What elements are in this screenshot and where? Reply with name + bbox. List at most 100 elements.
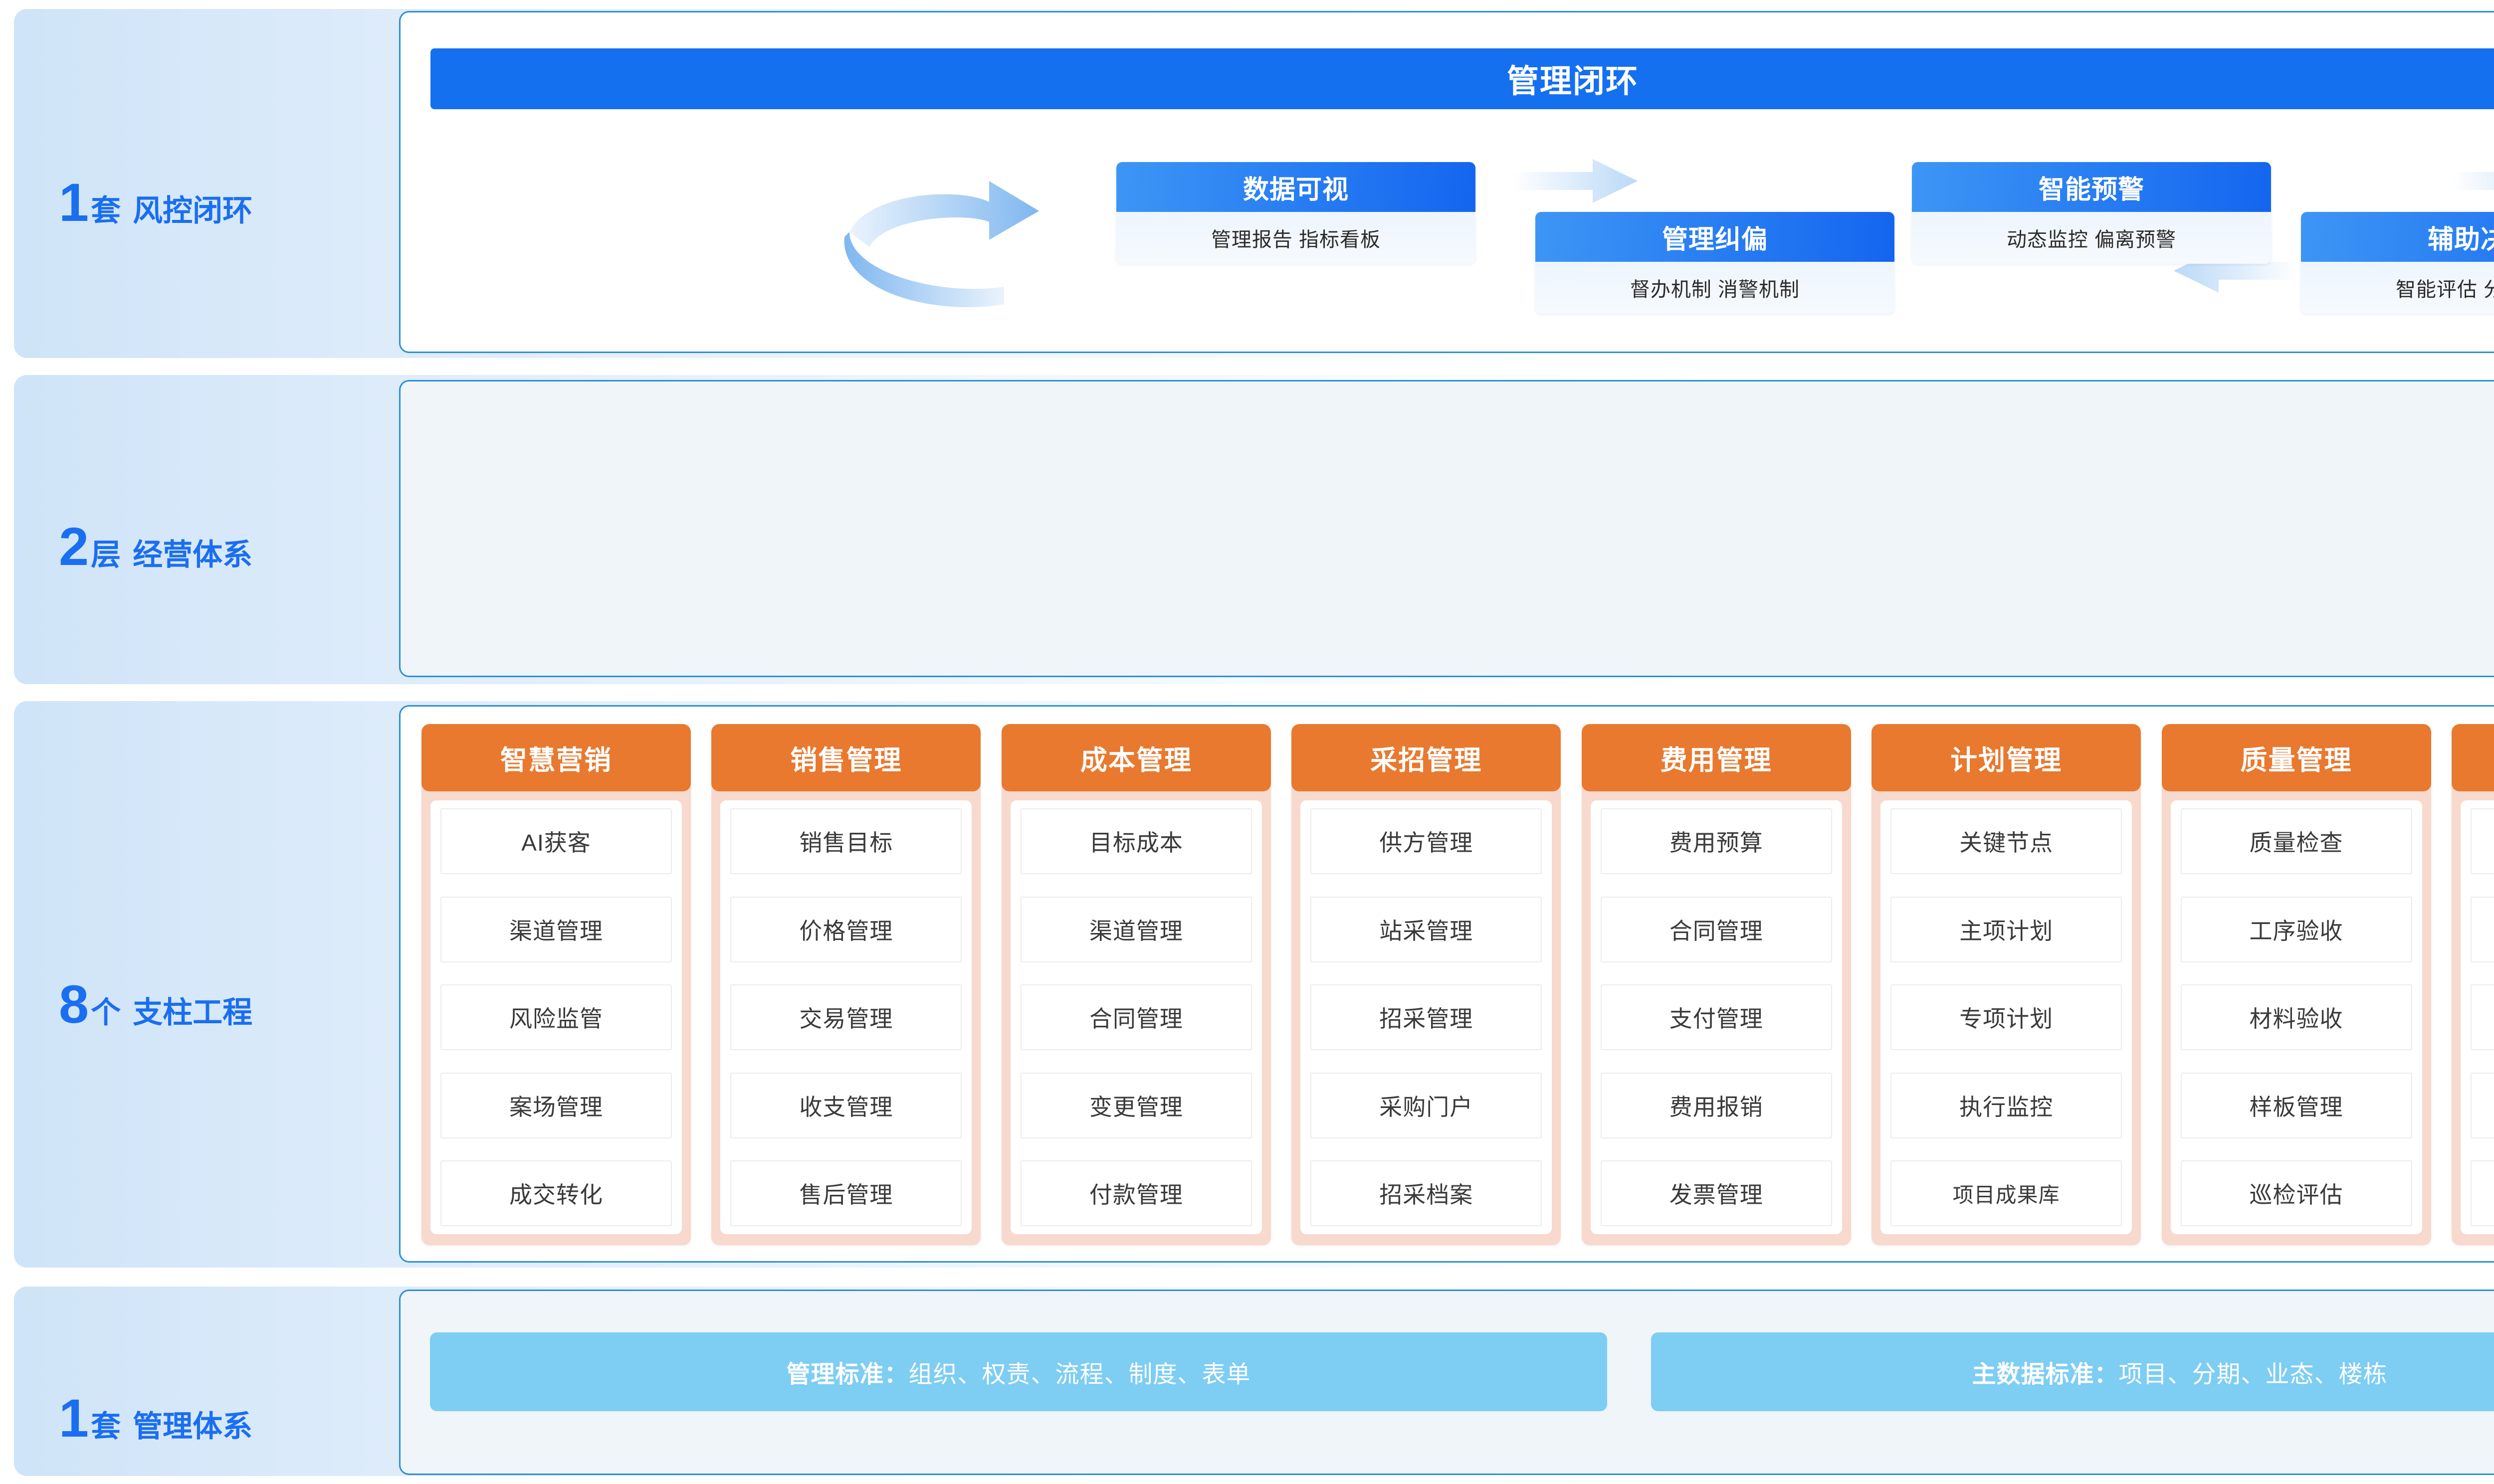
pillar-item[interactable]: 安全检查 [2470, 808, 2494, 874]
pillar-item[interactable]: 目标成本 [1020, 808, 1252, 874]
pillar-item[interactable]: AI获客 [440, 808, 672, 874]
pillar-smart-marketing[interactable]: 智慧营销 AI获客 渠道管理 风险监管 案场管理 成交转化 [421, 724, 691, 1245]
row-label-title: 风控闭环 [133, 194, 253, 227]
row-label-title: 管理体系 [133, 1410, 253, 1443]
standard-value: 项目、分期、业态、楼栋 [2118, 1361, 2388, 1388]
pillar-expense-management[interactable]: 费用管理 费用预算 合同管理 支付管理 费用报销 发票管理 [1581, 724, 1851, 1245]
pillar-item[interactable]: 售后管理 [730, 1160, 962, 1226]
pillar-cost-management[interactable]: 成本管理 目标成本 渠道管理 合同管理 变更管理 付款管理 [1001, 724, 1271, 1245]
row-label-number: 8 [59, 974, 89, 1034]
pillar-item[interactable]: 执行监控 [1890, 1072, 2122, 1138]
pillar-quality-management[interactable]: 质量管理 质量检查 工序验收 材料验收 样板管理 巡检评估 [2161, 724, 2431, 1245]
pillar-item[interactable]: 成交转化 [440, 1160, 672, 1226]
pillar-item[interactable]: 样板管理 [2180, 1072, 2412, 1138]
pillar-item[interactable]: 销售目标 [730, 808, 962, 874]
pillar-item[interactable]: 合同管理 [1600, 896, 1832, 962]
pillar-items: 销售目标 价格管理 交易管理 收支管理 售后管理 [720, 800, 972, 1234]
standard-label: 管理标准： [786, 1361, 909, 1388]
pillar-item[interactable]: 渠道管理 [440, 896, 672, 962]
row-label-business-system: 2 层 经营体系 [59, 520, 252, 573]
pillar-item[interactable]: 关键节点 [1890, 808, 2122, 874]
step-card-title: 辅助决策 [2301, 212, 2494, 262]
arrow-right-icon [1513, 159, 1638, 203]
standard-label: 主数据标准： [1972, 1361, 2119, 1388]
step-card-management-correction[interactable]: 管理纠偏 督办机制 消警机制 [1535, 212, 1894, 314]
step-card-title: 智能预警 [1912, 162, 2271, 212]
pillar-items: 质量检查 工序验收 材料验收 样板管理 巡检评估 [2170, 800, 2422, 1234]
pillar-item[interactable]: 供方管理 [1310, 808, 1542, 874]
step-card-desc: 管理报告 指标看板 [1116, 212, 1475, 264]
pillar-item[interactable]: 招采档案 [1310, 1160, 1542, 1226]
pillar-item[interactable]: 安全教育 [2470, 896, 2494, 962]
pillar-item[interactable]: 项目成果库 [1890, 1160, 2122, 1226]
risk-control-panel: 管理闭环 [399, 11, 2494, 353]
pillar-title: 智慧营销 [421, 724, 691, 791]
pillar-title: 质量管理 [2161, 724, 2431, 791]
business-system-panel: 战略目标 经营计划 全面预算 资金计划 项目投资收益管理 动态货值 [399, 380, 2494, 1018]
pillar-procurement-management[interactable]: 采招管理 供方管理 站采管理 招采管理 采购门户 招采档案 [1291, 724, 1561, 1245]
pillar-safety-management[interactable]: 安全管理 安全检查 安全教育 安全活动 设备管理 危险源管理 [2451, 724, 2494, 1245]
pillar-item[interactable]: 材料验收 [2180, 984, 2412, 1050]
pillar-item[interactable]: 专项计划 [1890, 984, 2122, 1050]
step-card-decision-support[interactable]: 辅助决策 智能评估 分析总结 [2301, 212, 2494, 314]
pillar-item[interactable]: 合同管理 [1020, 984, 1252, 1050]
step-card-desc: 督办机制 消警机制 [1535, 262, 1894, 314]
pillar-item[interactable]: 巡检评估 [2180, 1160, 2412, 1226]
row-label-risk-control: 1 套 风控闭环 [59, 176, 252, 229]
pillar-items: 目标成本 渠道管理 合同管理 变更管理 付款管理 [1010, 800, 1262, 1234]
step-card-desc: 智能评估 分析总结 [2301, 262, 2494, 314]
pillar-plan-management[interactable]: 计划管理 关键节点 主项计划 专项计划 执行监控 项目成果库 [1871, 724, 2141, 1245]
step-card-title: 管理纠偏 [1535, 212, 1894, 262]
row-label-number: 1 [59, 1388, 89, 1448]
row-label-management-system: 1 套 管理体系 [59, 1391, 252, 1445]
pillar-item[interactable]: 安全活动 [2470, 984, 2494, 1050]
row-label-unit: 个 [91, 996, 121, 1029]
standard-bar-master-data[interactable]: 主数据标准：项目、分期、业态、楼栋 [1651, 1332, 2494, 1411]
pillar-item[interactable]: 收支管理 [730, 1072, 962, 1138]
pillar-items: 供方管理 站采管理 招采管理 采购门户 招采档案 [1300, 800, 1552, 1234]
pillar-title: 费用管理 [1581, 724, 1851, 791]
step-card-data-visual[interactable]: 数据可视 管理报告 指标看板 [1116, 162, 1475, 264]
closed-loop-banner: 管理闭环 [430, 48, 2494, 109]
row-label-title: 支柱工程 [133, 996, 253, 1029]
step-card-title: 数据可视 [1116, 162, 1475, 212]
pillar-title: 成本管理 [1001, 724, 1271, 791]
row-label-number: 1 [59, 172, 89, 232]
arrow-right-icon [2453, 172, 2494, 190]
standard-bar-management[interactable]: 管理标准：组织、权责、流程、制度、表单 [430, 1332, 1607, 1411]
pillar-items: AI获客 渠道管理 风险监管 案场管理 成交转化 [430, 800, 682, 1234]
pillar-item[interactable]: 支付管理 [1600, 984, 1832, 1050]
pillar-item[interactable]: 采购门户 [1310, 1072, 1542, 1138]
pillar-item[interactable]: 主项计划 [1890, 896, 2122, 962]
pillar-item[interactable]: 案场管理 [440, 1072, 672, 1138]
step-card-desc: 动态监控 偏离预警 [1912, 212, 2271, 264]
pillar-sales-management[interactable]: 销售管理 销售目标 价格管理 交易管理 收支管理 售后管理 [711, 724, 981, 1245]
pillar-item[interactable]: 价格管理 [730, 896, 962, 962]
pillar-items: 安全检查 安全教育 安全活动 设备管理 危险源管理 [2460, 800, 2494, 1234]
loop-arrow-left-icon [844, 181, 1039, 307]
pillar-item[interactable]: 质量检查 [2180, 808, 2412, 874]
pillar-item[interactable]: 危险源管理 [2470, 1160, 2494, 1226]
pillar-items: 关键节点 主项计划 专项计划 执行监控 项目成果库 [1880, 800, 2132, 1234]
step-card-smart-alert[interactable]: 智能预警 动态监控 偏离预警 [1912, 162, 2271, 264]
pillar-item[interactable]: 费用预算 [1600, 808, 1832, 874]
pillar-item[interactable]: 工序验收 [2180, 896, 2412, 962]
pillar-item[interactable]: 招采管理 [1310, 984, 1542, 1050]
row-label-pillars: 8 个 支柱工程 [59, 977, 252, 1031]
pillar-title: 安全管理 [2451, 724, 2494, 791]
pillar-columns: 智慧营销 AI获客 渠道管理 风险监管 案场管理 成交转化 销售管理 销售目标 … [421, 724, 2494, 1245]
pillar-item[interactable]: 设备管理 [2470, 1072, 2494, 1138]
pillar-item[interactable]: 风险监管 [440, 984, 672, 1050]
pillar-item[interactable]: 费用报销 [1600, 1072, 1832, 1138]
pillar-item[interactable]: 渠道管理 [1020, 896, 1252, 962]
pillar-title: 销售管理 [711, 724, 981, 791]
pillar-item[interactable]: 发票管理 [1600, 1160, 1832, 1226]
row-label-unit: 层 [91, 538, 121, 571]
row-label-unit: 套 [91, 194, 121, 227]
pillar-item[interactable]: 交易管理 [730, 984, 962, 1050]
pillar-title: 采招管理 [1291, 724, 1561, 791]
pillar-item[interactable]: 站采管理 [1310, 896, 1542, 962]
pillar-item[interactable]: 变更管理 [1020, 1072, 1252, 1138]
pillar-item[interactable]: 付款管理 [1020, 1160, 1252, 1226]
